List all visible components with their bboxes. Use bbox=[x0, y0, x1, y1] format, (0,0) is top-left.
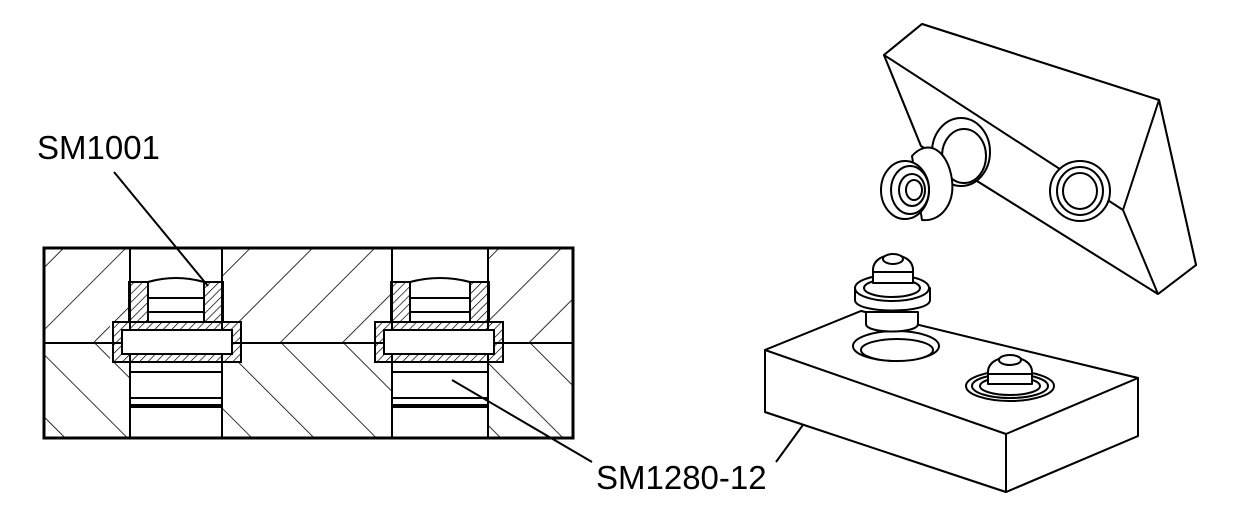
isometric-view bbox=[764, 23, 1197, 493]
part-label-sm1001: SM1001 bbox=[37, 129, 160, 166]
fastener-loose bbox=[854, 253, 931, 333]
lower-plate-iso bbox=[764, 310, 1139, 493]
fastener-installed bbox=[965, 354, 1055, 402]
bushing-protruding bbox=[880, 146, 954, 222]
fastener-right bbox=[374, 277, 504, 408]
fastener-left bbox=[112, 277, 242, 408]
upper-plate-iso bbox=[880, 23, 1197, 295]
leader-part-a bbox=[113, 171, 209, 287]
leader-part-b-section bbox=[451, 379, 593, 463]
section-view bbox=[42, 246, 575, 440]
part-label-sm1280-12: SM1280-12 bbox=[596, 459, 767, 496]
